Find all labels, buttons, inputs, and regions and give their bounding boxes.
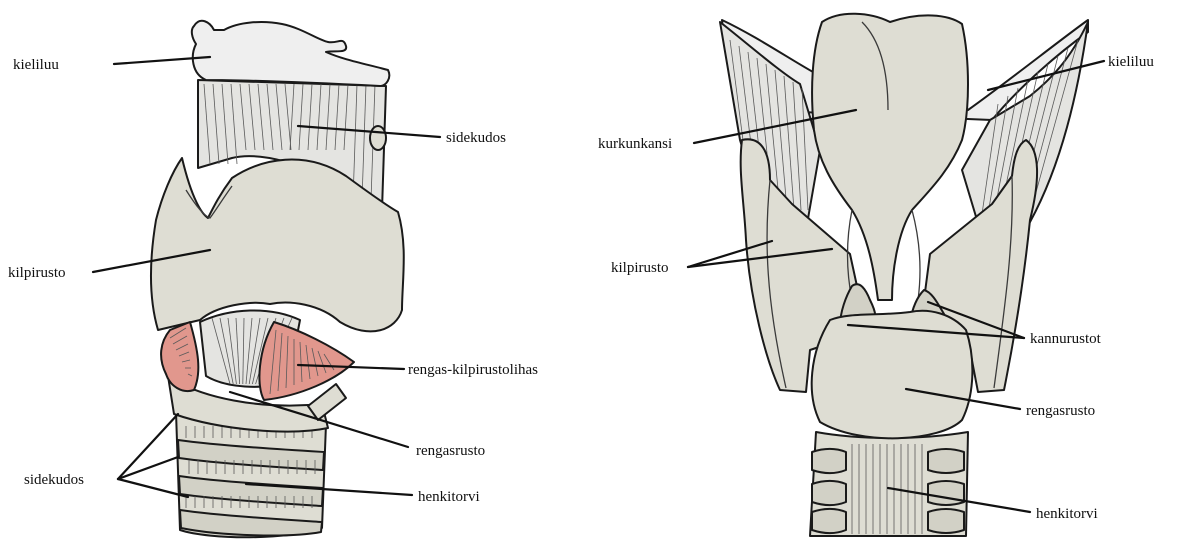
front-triticeal-nodule	[370, 126, 386, 150]
label-back-trachea: henkitorvi	[1036, 506, 1098, 522]
label-back-hyoid: kieliluu	[1108, 54, 1154, 70]
front-inferior-horn	[308, 384, 346, 420]
leader-front-ligament-1	[118, 414, 178, 479]
label-back-cricoid: rengasrusto	[1026, 403, 1095, 419]
back-trachea-ring-l1	[812, 449, 846, 473]
label-front-thyroid: kilpirusto	[8, 265, 66, 281]
back-trachea-shape	[810, 432, 968, 536]
back-trachea-ring-l3	[812, 509, 846, 533]
label-front-cricoid: rengasrusto	[416, 443, 485, 459]
back-cricoid-cartilage	[812, 311, 973, 439]
back-trachea-ring-l2	[812, 481, 846, 505]
label-front-cricothyroid: rengas-kilpirustolihas	[408, 362, 538, 378]
label-back-epiglottis: kurkunkansi	[598, 136, 672, 152]
label-back-thyroid: kilpirusto	[611, 260, 669, 276]
label-front-ligaments: sidekudos	[24, 472, 84, 488]
back-trachea-ring-r2	[928, 481, 964, 505]
back-trachea-ring-r1	[928, 449, 964, 473]
front-view	[151, 21, 404, 538]
front-hyoid-bone	[192, 21, 389, 86]
back-trachea-ring-r3	[928, 509, 964, 533]
label-front-hyoid: kieliluu	[13, 57, 59, 73]
label-back-arytenoids: kannurustot	[1030, 331, 1102, 347]
label-front-membrane: sidekudos	[446, 130, 506, 146]
label-front-trachea: henkitorvi	[418, 489, 480, 505]
back-view	[720, 14, 1088, 536]
